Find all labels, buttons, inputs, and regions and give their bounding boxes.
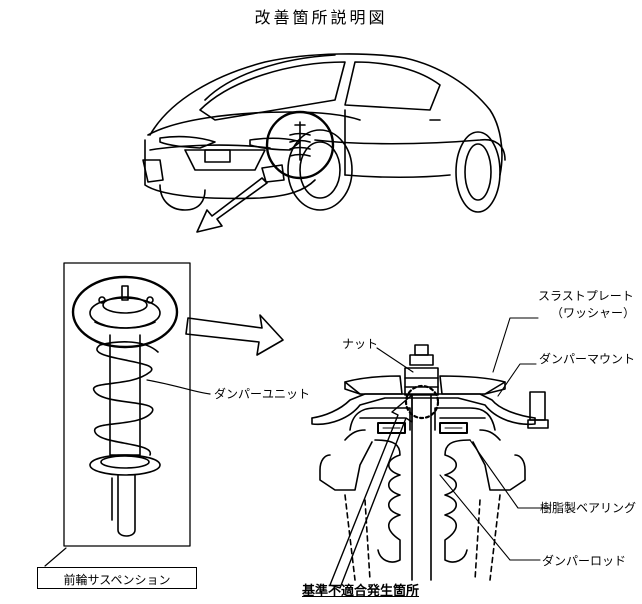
arrow-car-to-suspension bbox=[196, 177, 268, 233]
label-front-suspension: 前輪サスペンション bbox=[63, 573, 171, 587]
label-washer: （ワッシャー） bbox=[551, 306, 636, 320]
damper-unit-illustration bbox=[71, 275, 179, 537]
front-suspension-label-box: 前輪サスペンション bbox=[37, 567, 197, 589]
label-resin-bearing: 樹脂製ベアリング bbox=[540, 501, 637, 515]
label-thrust-plate: スラストプレート bbox=[538, 289, 634, 303]
car-illustration bbox=[142, 53, 506, 213]
label-defect-location: 基準不適合発生箇所 bbox=[302, 584, 420, 599]
mount-cross-section bbox=[311, 344, 549, 581]
diagram-title: 改善箇所説明図 bbox=[254, 8, 388, 27]
label-nut: ナット bbox=[342, 337, 379, 351]
label-damper-rod: ダンパーロッド bbox=[542, 554, 627, 568]
arrow-suspension-to-detail bbox=[185, 314, 284, 356]
arrow-defect-location bbox=[329, 394, 413, 589]
label-damper-unit: ダンパーユニット bbox=[214, 387, 311, 401]
label-damper-mount: ダンパーマウント bbox=[539, 352, 636, 366]
front-suspension-box bbox=[63, 262, 191, 547]
